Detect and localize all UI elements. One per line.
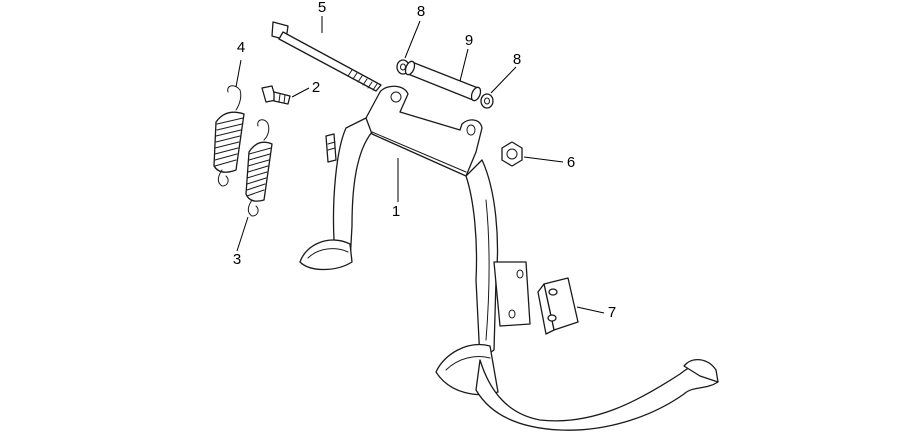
callout-3: 3	[233, 251, 241, 268]
callout-8-top: 8	[417, 3, 425, 20]
part-2-screw	[261, 85, 291, 105]
part-4-spring	[213, 85, 245, 187]
callout-2: 2	[312, 79, 320, 96]
part-1-center-stand	[299, 85, 719, 431]
callout-8-right: 8	[513, 51, 521, 68]
callout-labels: 1 2 3 4 5 6 7 8 8 9	[233, 0, 616, 321]
callout-4: 4	[237, 39, 245, 56]
part-8-washer-right	[480, 93, 494, 109]
part-5-bolt	[271, 21, 382, 92]
part-7-rubber-block	[537, 277, 579, 335]
callout-7: 7	[608, 304, 616, 321]
callout-9: 9	[465, 32, 473, 49]
callout-1: 1	[392, 203, 400, 220]
part-6-nut	[501, 141, 523, 167]
leader-lines	[235, 16, 605, 314]
callout-5: 5	[318, 0, 326, 16]
part-9-sleeve	[404, 60, 482, 102]
callout-6: 6	[567, 154, 575, 171]
part-3-spring	[245, 119, 273, 217]
